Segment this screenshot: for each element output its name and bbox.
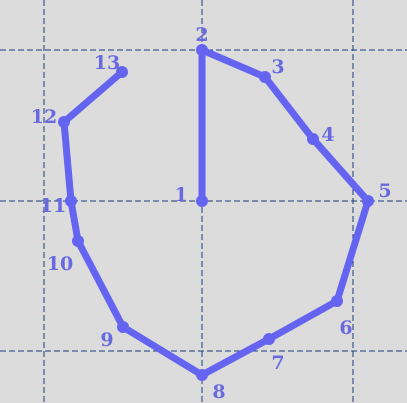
path-segment <box>198 46 269 81</box>
dot-label-10: 10 <box>47 253 73 275</box>
dot-label-5: 5 <box>378 180 391 202</box>
dot-4 <box>307 133 319 145</box>
path-segment <box>67 197 82 245</box>
dot-9 <box>117 321 129 333</box>
dot-1 <box>196 195 208 207</box>
dot-label-1: 1 <box>174 184 187 206</box>
dot-label-9: 9 <box>100 329 113 351</box>
path-segment <box>265 297 341 343</box>
dot-label-2: 2 <box>195 24 208 46</box>
dot-2 <box>196 44 208 56</box>
dot-6 <box>331 295 343 307</box>
dot-label-6: 6 <box>339 317 352 339</box>
dot-7 <box>263 333 275 345</box>
dot-10 <box>72 235 84 247</box>
dot-5 <box>362 195 374 207</box>
path-segment <box>261 73 317 143</box>
dot-label-13: 13 <box>94 52 120 74</box>
path-segment <box>119 323 206 379</box>
dot-label-3: 3 <box>271 56 284 78</box>
dot-label-8: 8 <box>212 381 225 403</box>
path-segment <box>60 68 126 126</box>
path-segment <box>333 197 372 305</box>
dot-13 <box>116 66 128 78</box>
dot-8 <box>196 369 208 381</box>
dot-3 <box>259 71 271 83</box>
path-segment <box>74 237 127 331</box>
path-segment <box>60 118 75 205</box>
dot-path <box>60 46 372 379</box>
dot-11 <box>65 195 77 207</box>
dot-label-12: 12 <box>31 106 57 128</box>
dot-label-4: 4 <box>321 124 334 146</box>
dots <box>58 44 374 381</box>
path-segment <box>198 335 273 379</box>
path-segment <box>309 135 372 205</box>
dot-12 <box>58 116 70 128</box>
dot-label-7: 7 <box>271 352 284 374</box>
dot-label-11: 11 <box>40 195 66 217</box>
